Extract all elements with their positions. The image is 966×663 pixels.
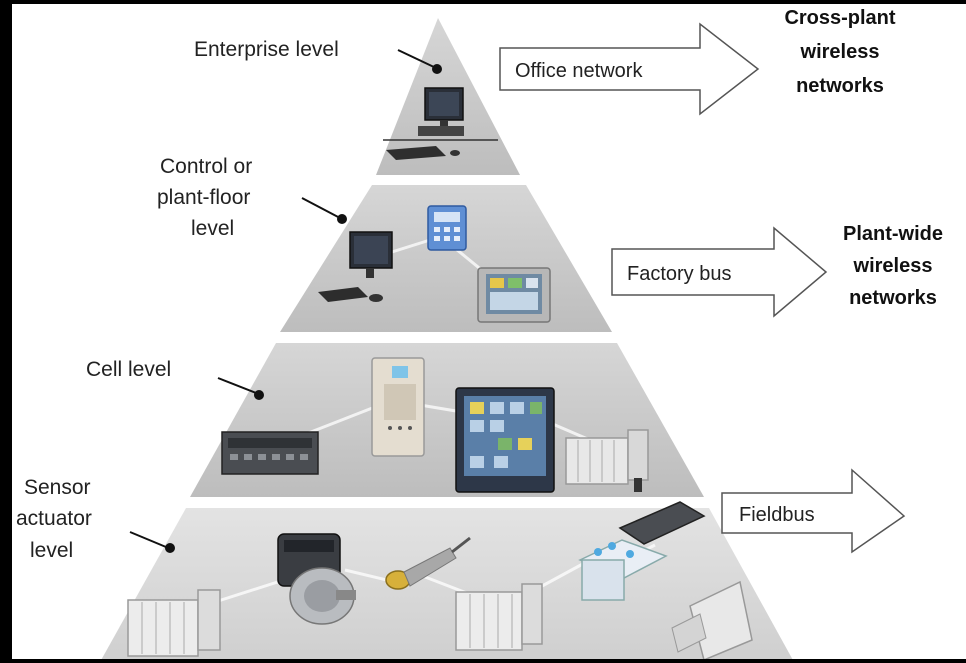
control-computer-icon: [318, 231, 393, 302]
sensor-valve-icon: [578, 501, 706, 601]
top-border: [0, 0, 966, 4]
factory-bus-label: Factory bus: [627, 263, 731, 285]
office-network-arrow: Office network: [499, 22, 760, 116]
control-level-label-line3: level: [191, 217, 234, 240]
enterprise-pointer: [397, 49, 442, 74]
cell-plc-icon: [221, 431, 319, 475]
control-level-label-line2: plant-floor: [157, 186, 250, 209]
cell-hmi-panel-icon: [455, 387, 555, 493]
plant-wide-label-line3: networks: [849, 287, 937, 309]
factory-bus-arrow: Factory bus: [611, 226, 828, 318]
left-border: [0, 0, 12, 663]
sensor-io-module-left-icon: [127, 589, 221, 657]
sensor-level-label-line2: actuator: [16, 507, 92, 530]
sensor-pointer: [129, 531, 175, 553]
enterprise-computer-icon: [383, 87, 498, 160]
sensor-motor-icon: [277, 533, 356, 625]
bottom-border: [0, 659, 966, 663]
office-network-label: Office network: [515, 60, 643, 82]
fieldbus-label: Fieldbus: [739, 504, 815, 526]
sensor-level-label-line1: Sensor: [24, 476, 91, 499]
cross-plant-label-line2: wireless: [800, 41, 880, 63]
plant-wide-label-line1: Plant-wide: [843, 223, 943, 245]
enterprise-level-label: Enterprise level: [194, 38, 339, 61]
control-pointer: [301, 197, 347, 224]
control-handheld-panel-icon: [427, 205, 467, 251]
plant-wide-label-line2: wireless: [853, 255, 933, 277]
sensor-level-label-line3: level: [30, 539, 73, 562]
control-level-label-line1: Control or: [160, 155, 252, 178]
sensor-proximity-sensor-icon: [385, 536, 471, 590]
cell-pointer: [217, 377, 264, 400]
cell-drive-icon: [371, 357, 425, 457]
cell-io-modules-icon: [565, 429, 649, 492]
control-touch-panel-icon: [477, 267, 551, 323]
fieldbus-arrow: Fieldbus: [721, 468, 906, 554]
cell-level-label: Cell level: [86, 358, 171, 381]
cross-plant-label-line3: networks: [796, 75, 884, 97]
cross-plant-label-line1: Cross-plant: [784, 7, 895, 29]
sensor-io-module-middle-icon: [455, 583, 543, 651]
sensor-cylinder-icon: [671, 580, 753, 662]
